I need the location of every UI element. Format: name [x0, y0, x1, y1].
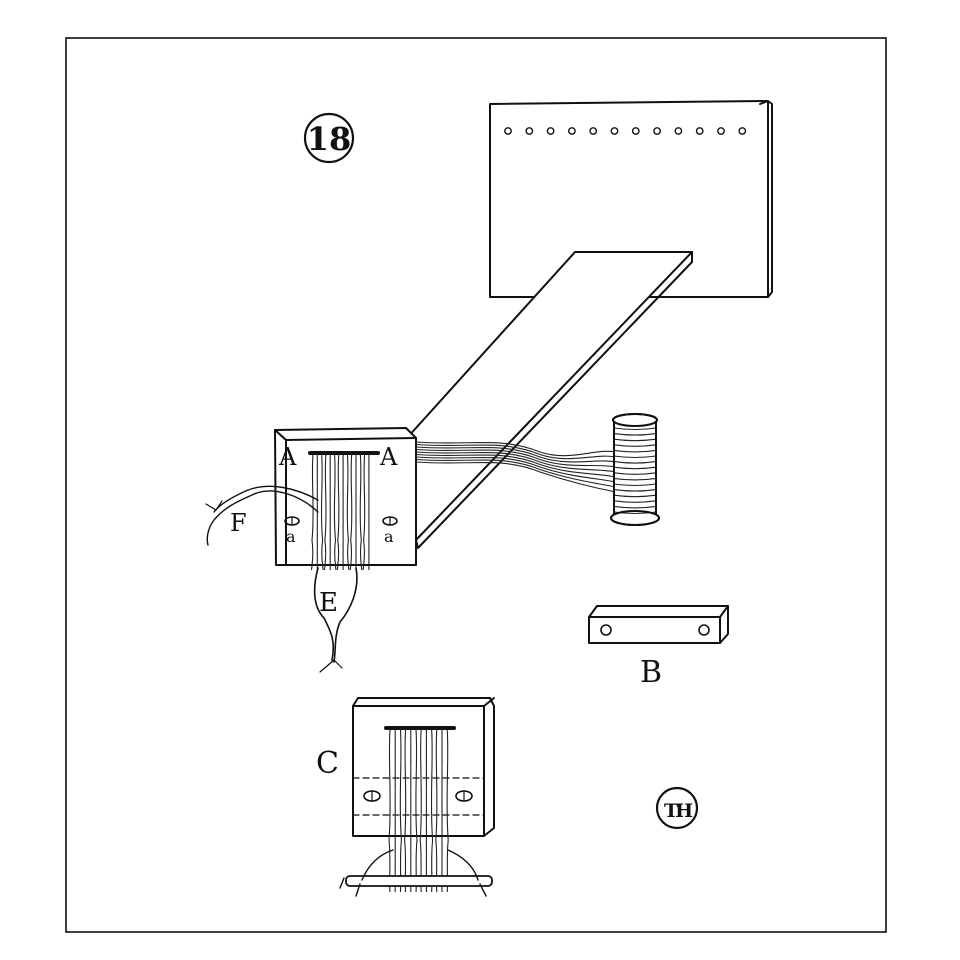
spool-winding [613, 444, 657, 447]
warp-board-hole [653, 127, 661, 135]
heddle-thread [346, 453, 350, 571]
warp-board-hole [610, 127, 619, 135]
spool-winding [613, 505, 657, 509]
label-small-a-left: a [286, 527, 296, 546]
heddle-thread [359, 453, 363, 571]
warp-board-hole [717, 127, 725, 135]
heddle-thread [349, 453, 353, 571]
warp-board-hole [546, 127, 555, 135]
warp-board-hole [525, 127, 534, 135]
label-b: B [640, 655, 662, 690]
spool-winding [613, 494, 657, 498]
warp-thread [415, 458, 617, 488]
monogram-seal: TH [655, 786, 699, 830]
figure-number-badge: 18 [303, 112, 355, 164]
warp-board-hole [504, 127, 512, 135]
warp-board-hole [568, 127, 576, 135]
spool-winding [613, 466, 657, 470]
warp-thread [415, 448, 617, 468]
warp-thread [415, 451, 617, 473]
spool-winding [613, 449, 657, 453]
spool-winding [613, 455, 657, 459]
label-e: E [319, 588, 338, 618]
warp-board-hole [695, 127, 704, 135]
spool [610, 413, 660, 526]
spool-winding [613, 461, 657, 464]
heddle-thread [323, 453, 327, 571]
block-c [339, 697, 495, 897]
spool-winding [613, 500, 657, 503]
heddle-thread [362, 453, 366, 571]
warp-thread [415, 441, 617, 457]
heddle-thread [333, 453, 337, 571]
figure-number: 18 [307, 120, 352, 158]
warp-board-hole [631, 127, 640, 135]
spool-winding [613, 472, 657, 475]
warp-board [489, 100, 773, 298]
warp-board-hole [589, 127, 598, 135]
monogram: TH [664, 800, 693, 822]
heddle-thread [320, 453, 324, 571]
warp-threads-to-spool [415, 441, 617, 493]
spool-winding [613, 433, 657, 436]
warp-thread [415, 453, 617, 478]
heddle-thread [310, 453, 314, 571]
label-a-right: A [379, 443, 398, 471]
spool-winding [613, 427, 657, 431]
bar-b [588, 605, 729, 644]
label-c: C [316, 746, 339, 781]
spool-winding [613, 483, 657, 487]
heddle-block [274, 427, 417, 566]
warp-board-hole [674, 127, 683, 135]
warp-board-hole [738, 127, 747, 135]
thread-tail-e [313, 567, 358, 673]
heddle-thread [336, 453, 340, 571]
warp-thread [415, 461, 617, 493]
warp-thread [415, 443, 617, 460]
label-a-left: A [278, 443, 297, 471]
heddle-threads [310, 453, 370, 571]
label-f: F [230, 509, 247, 537]
warp-thread [415, 446, 617, 463]
spool-winding [613, 438, 657, 442]
warp-board-holes [504, 127, 747, 135]
string-f [205, 485, 319, 546]
spool-winding [613, 489, 657, 492]
spool-winding [613, 477, 657, 481]
figure-frame [65, 37, 887, 933]
warp-thread [415, 456, 617, 483]
label-small-a-right: a [384, 527, 394, 546]
